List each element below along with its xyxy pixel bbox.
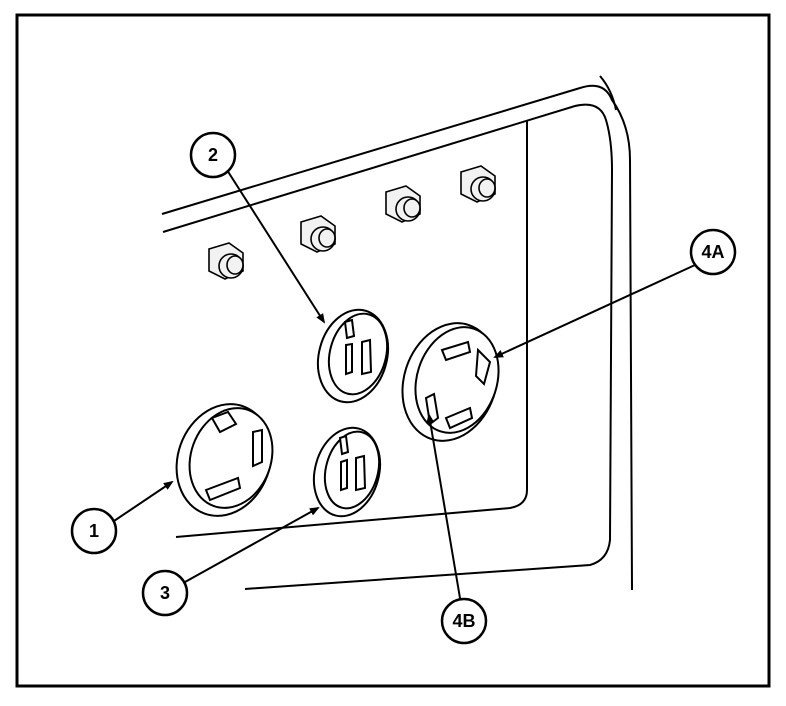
figure-border (15, 13, 771, 688)
terminal-post (208, 242, 244, 280)
callout-4a: 4A (689, 228, 737, 276)
twist-lock-receptacle-1 (175, 403, 274, 517)
callout-1: 1 (70, 507, 118, 555)
terminal-post (300, 215, 336, 253)
leader-lines (113, 169, 696, 605)
callout-label-4b: 4B (452, 611, 475, 631)
twist-lock-receptacle-4 (401, 322, 500, 442)
terminal-post (385, 185, 421, 223)
callout-3: 3 (141, 569, 189, 617)
callout-label-4a: 4A (701, 242, 724, 262)
leader-line-2 (226, 169, 326, 324)
callout-4b: 4B (440, 597, 488, 645)
panel-outline (161, 75, 633, 591)
callout-label-2: 2 (208, 145, 218, 165)
leader-line-4a (493, 264, 696, 358)
leader-line-1 (113, 480, 174, 522)
duplex-receptacle-3 (312, 426, 382, 518)
callout-label-3: 3 (160, 583, 170, 603)
callout-label-1: 1 (89, 521, 99, 541)
callout-2: 2 (189, 131, 237, 179)
callouts: 1 2 3 4A 4B (70, 131, 737, 645)
duplex-receptacle-2 (316, 308, 390, 404)
terminal-posts (208, 165, 496, 280)
terminal-post (460, 165, 496, 203)
leader-line-3 (184, 507, 320, 583)
leader-line-4b (426, 413, 462, 605)
